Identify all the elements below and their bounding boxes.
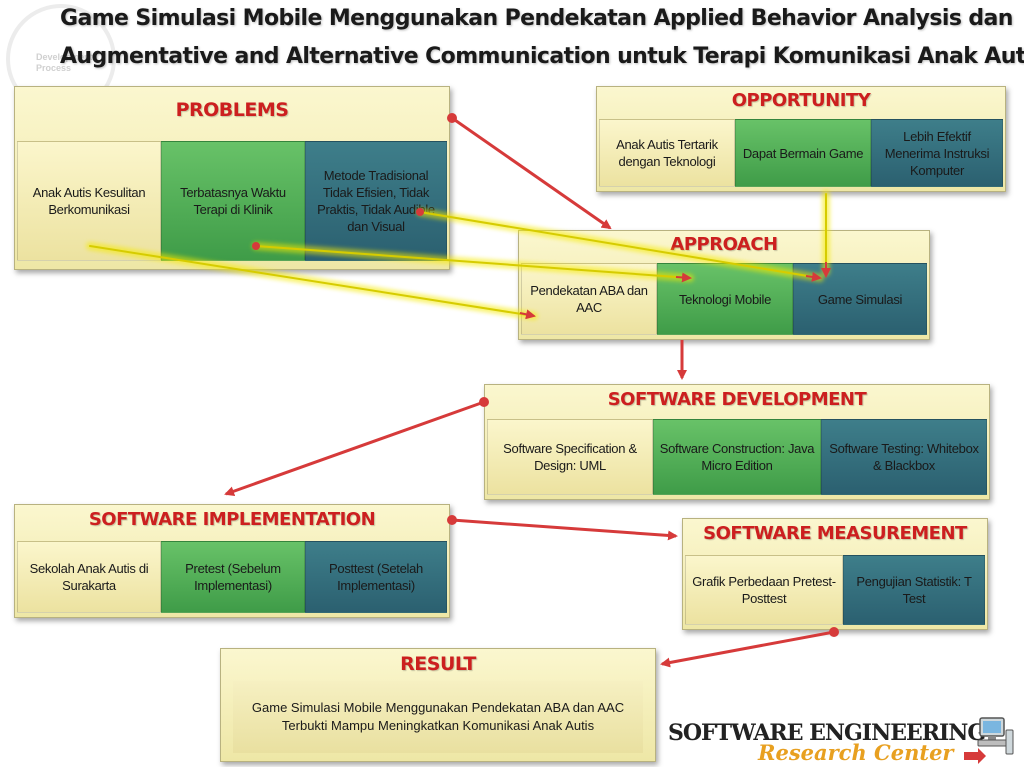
computer-icon bbox=[964, 717, 1014, 764]
software-development-cell-3: Software Testing: Whitebox & Blackbox bbox=[821, 419, 987, 495]
software-development-heading: SOFTWARE DEVELOPMENT bbox=[607, 389, 867, 410]
arrow-measurement-to-result bbox=[660, 630, 835, 668]
sercenter-logo: SOFTWARE ENGINEERING Research Center bbox=[668, 718, 986, 766]
connector-arrowheads bbox=[252, 208, 831, 320]
software-measurement-cell-1: Grafik Perbedaan Pretest-Posttest bbox=[685, 555, 843, 625]
arrow-implementation-to-measurement bbox=[451, 518, 678, 541]
opportunity-cell-1: Anak Autis Tertarik dengan Teknologi bbox=[599, 119, 735, 187]
title-line-1: Game Simulasi Mobile Menggunakan Pendeka… bbox=[60, 6, 1013, 31]
problem-cell-3: Metode Tradisional Tidak Efisien, Tidak … bbox=[305, 141, 447, 261]
software-implementation-box: SOFTWARE IMPLEMENTATION Sekolah Anak Aut… bbox=[14, 504, 450, 618]
approach-cell-1: Pendekatan ABA dan AAC bbox=[521, 263, 657, 335]
opportunity-cell-3: Lebih Efektif Menerima Instruksi Kompute… bbox=[871, 119, 1003, 187]
software-development-box: SOFTWARE DEVELOPMENT Software Specificat… bbox=[484, 384, 990, 500]
red-arrows bbox=[224, 113, 839, 668]
software-measurement-heading: SOFTWARE MEASUREMENT bbox=[703, 523, 967, 544]
software-implementation-cell-2: Pretest (Sebelum Implementasi) bbox=[161, 541, 305, 613]
arrow-development-to-implementation bbox=[224, 400, 485, 497]
logo-line-1: SOFTWARE ENGINEERING bbox=[668, 720, 986, 746]
problems-heading: PROBLEMS bbox=[175, 99, 289, 121]
problem-cell-1: Anak Autis Kesulitan Berkomunikasi bbox=[17, 141, 161, 261]
opportunity-heading: OPPORTUNITY bbox=[731, 90, 871, 111]
arrow-problems-to-approach bbox=[451, 116, 612, 230]
software-implementation-cell-3: Posttest (Setelah Implementasi) bbox=[305, 541, 447, 613]
result-box: RESULT Game Simulasi Mobile Menggunakan … bbox=[220, 648, 656, 762]
logo-line-2: Research Center bbox=[758, 740, 954, 765]
problems-box: PROBLEMS Anak Autis Kesulitan Berkomunik… bbox=[14, 86, 450, 270]
software-measurement-cell-2: Pengujian Statistik: T Test bbox=[843, 555, 985, 625]
approach-box: APPROACH Pendekatan ABA dan AAC Teknolog… bbox=[518, 230, 930, 340]
opportunity-cell-2: Dapat Bermain Game bbox=[735, 119, 871, 187]
title-line-2: Augmentative and Alternative Communicati… bbox=[60, 44, 1024, 69]
software-measurement-box: SOFTWARE MEASUREMENT Grafik Perbedaan Pr… bbox=[682, 518, 988, 630]
yellow-glow-lines bbox=[86, 190, 830, 320]
result-heading: RESULT bbox=[400, 653, 476, 675]
software-development-cell-2: Software Construction: Java Micro Editio… bbox=[653, 419, 821, 495]
software-development-cell-1: Software Specification & Design: UML bbox=[487, 419, 653, 495]
approach-heading: APPROACH bbox=[670, 234, 778, 255]
result-text: Game Simulasi Mobile Menggunakan Pendeka… bbox=[233, 681, 643, 753]
problem-cell-2: Terbatasnya Waktu Terapi di Klinik bbox=[161, 141, 305, 261]
opportunity-box: OPPORTUNITY Anak Autis Tertarik dengan T… bbox=[596, 86, 1006, 192]
software-implementation-heading: SOFTWARE IMPLEMENTATION bbox=[88, 509, 376, 530]
software-implementation-cell-1: Sekolah Anak Autis di Surakarta bbox=[17, 541, 161, 613]
